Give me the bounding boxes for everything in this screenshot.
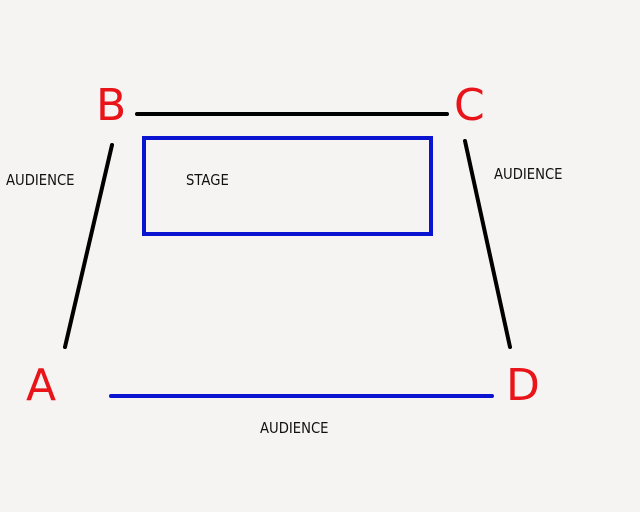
line-c-d [463,139,512,349]
point-c-label: C [454,80,485,131]
audience-left-label: AUDIENCE [6,171,75,189]
point-b-label: B [96,80,127,131]
line-b-a [63,143,114,349]
point-d-label: D [506,360,540,411]
stage-label: STAGE [186,171,229,189]
stage-rectangle [142,136,433,236]
point-a-label: A [26,360,57,411]
audience-right-label: AUDIENCE [494,165,563,183]
audience-bottom-label: AUDIENCE [260,419,329,437]
